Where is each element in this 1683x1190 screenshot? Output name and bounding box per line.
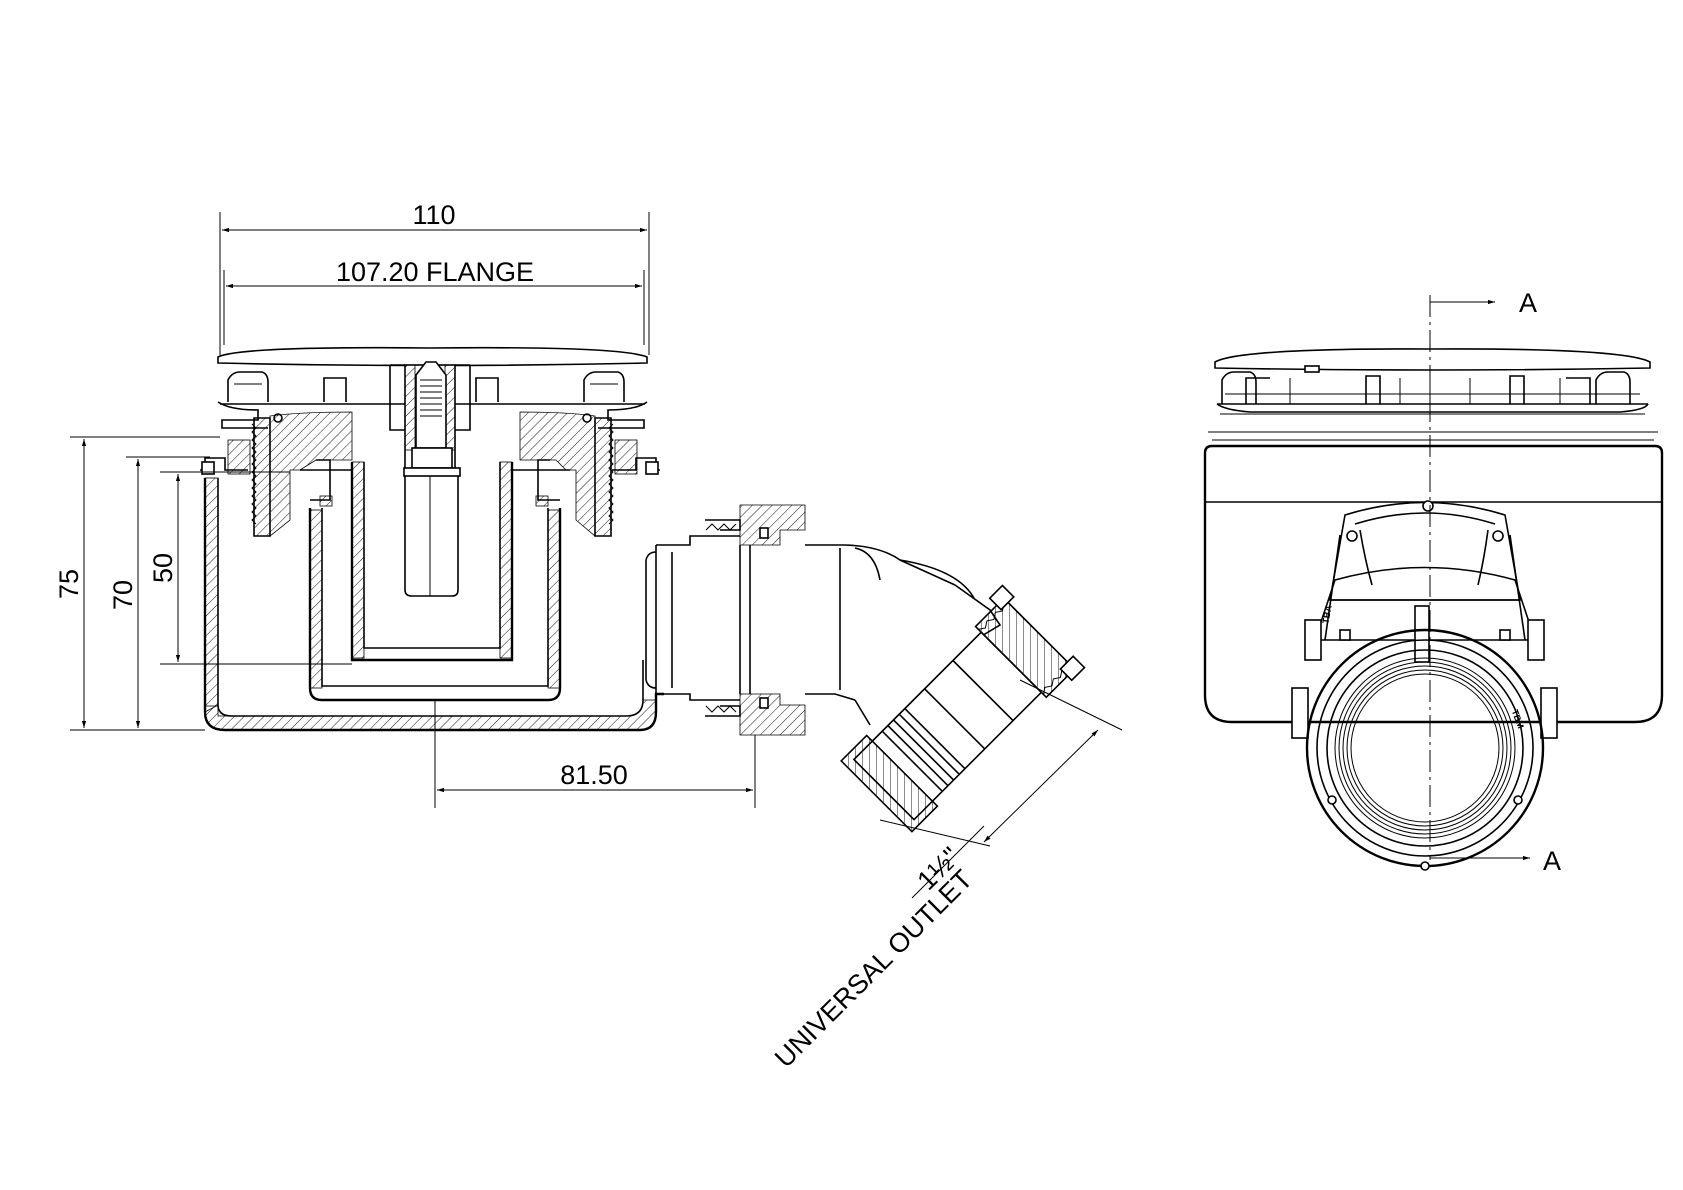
- pipe-nut-bottom: [739, 693, 806, 736]
- front-view: TBA TBM A A: [1203, 288, 1664, 876]
- dim-line-outlet: [983, 729, 1099, 843]
- outlet-pipe: [645, 504, 806, 736]
- section-marker-top: A: [1519, 288, 1537, 318]
- threaded-ring-right: [582, 413, 638, 537]
- dim-75: 75: [54, 569, 84, 599]
- dim-8150: 81.50: [560, 760, 628, 790]
- front-cover-plate: [1214, 348, 1651, 371]
- inner-skirt-right: [519, 411, 596, 537]
- section-marker-bottom: A: [1543, 846, 1561, 876]
- outlet-coupling: [840, 584, 1086, 833]
- dim-70: 70: [108, 580, 138, 610]
- dim-50: 50: [148, 553, 178, 583]
- front-nut-outer: [1305, 628, 1545, 868]
- waste-cup: [308, 508, 562, 702]
- front-cover-legs: [1221, 365, 1640, 404]
- central-spindle: [389, 361, 471, 597]
- nut-label-left: TBA: [1321, 604, 1334, 624]
- dim-flange: 107.20 FLANGE: [336, 257, 534, 287]
- dim-110: 110: [412, 200, 455, 230]
- front-outlet: TBA TBM: [1291, 500, 1558, 871]
- pipe-nut-top: [739, 504, 806, 546]
- section-view: [200, 346, 1086, 833]
- cover-plate: [217, 346, 648, 367]
- cover-legs: [227, 371, 625, 402]
- inner-skirt-left: [269, 411, 353, 537]
- outlet-label: UNIVERSAL OUTLET: [769, 864, 978, 1073]
- front-body: [1203, 444, 1664, 724]
